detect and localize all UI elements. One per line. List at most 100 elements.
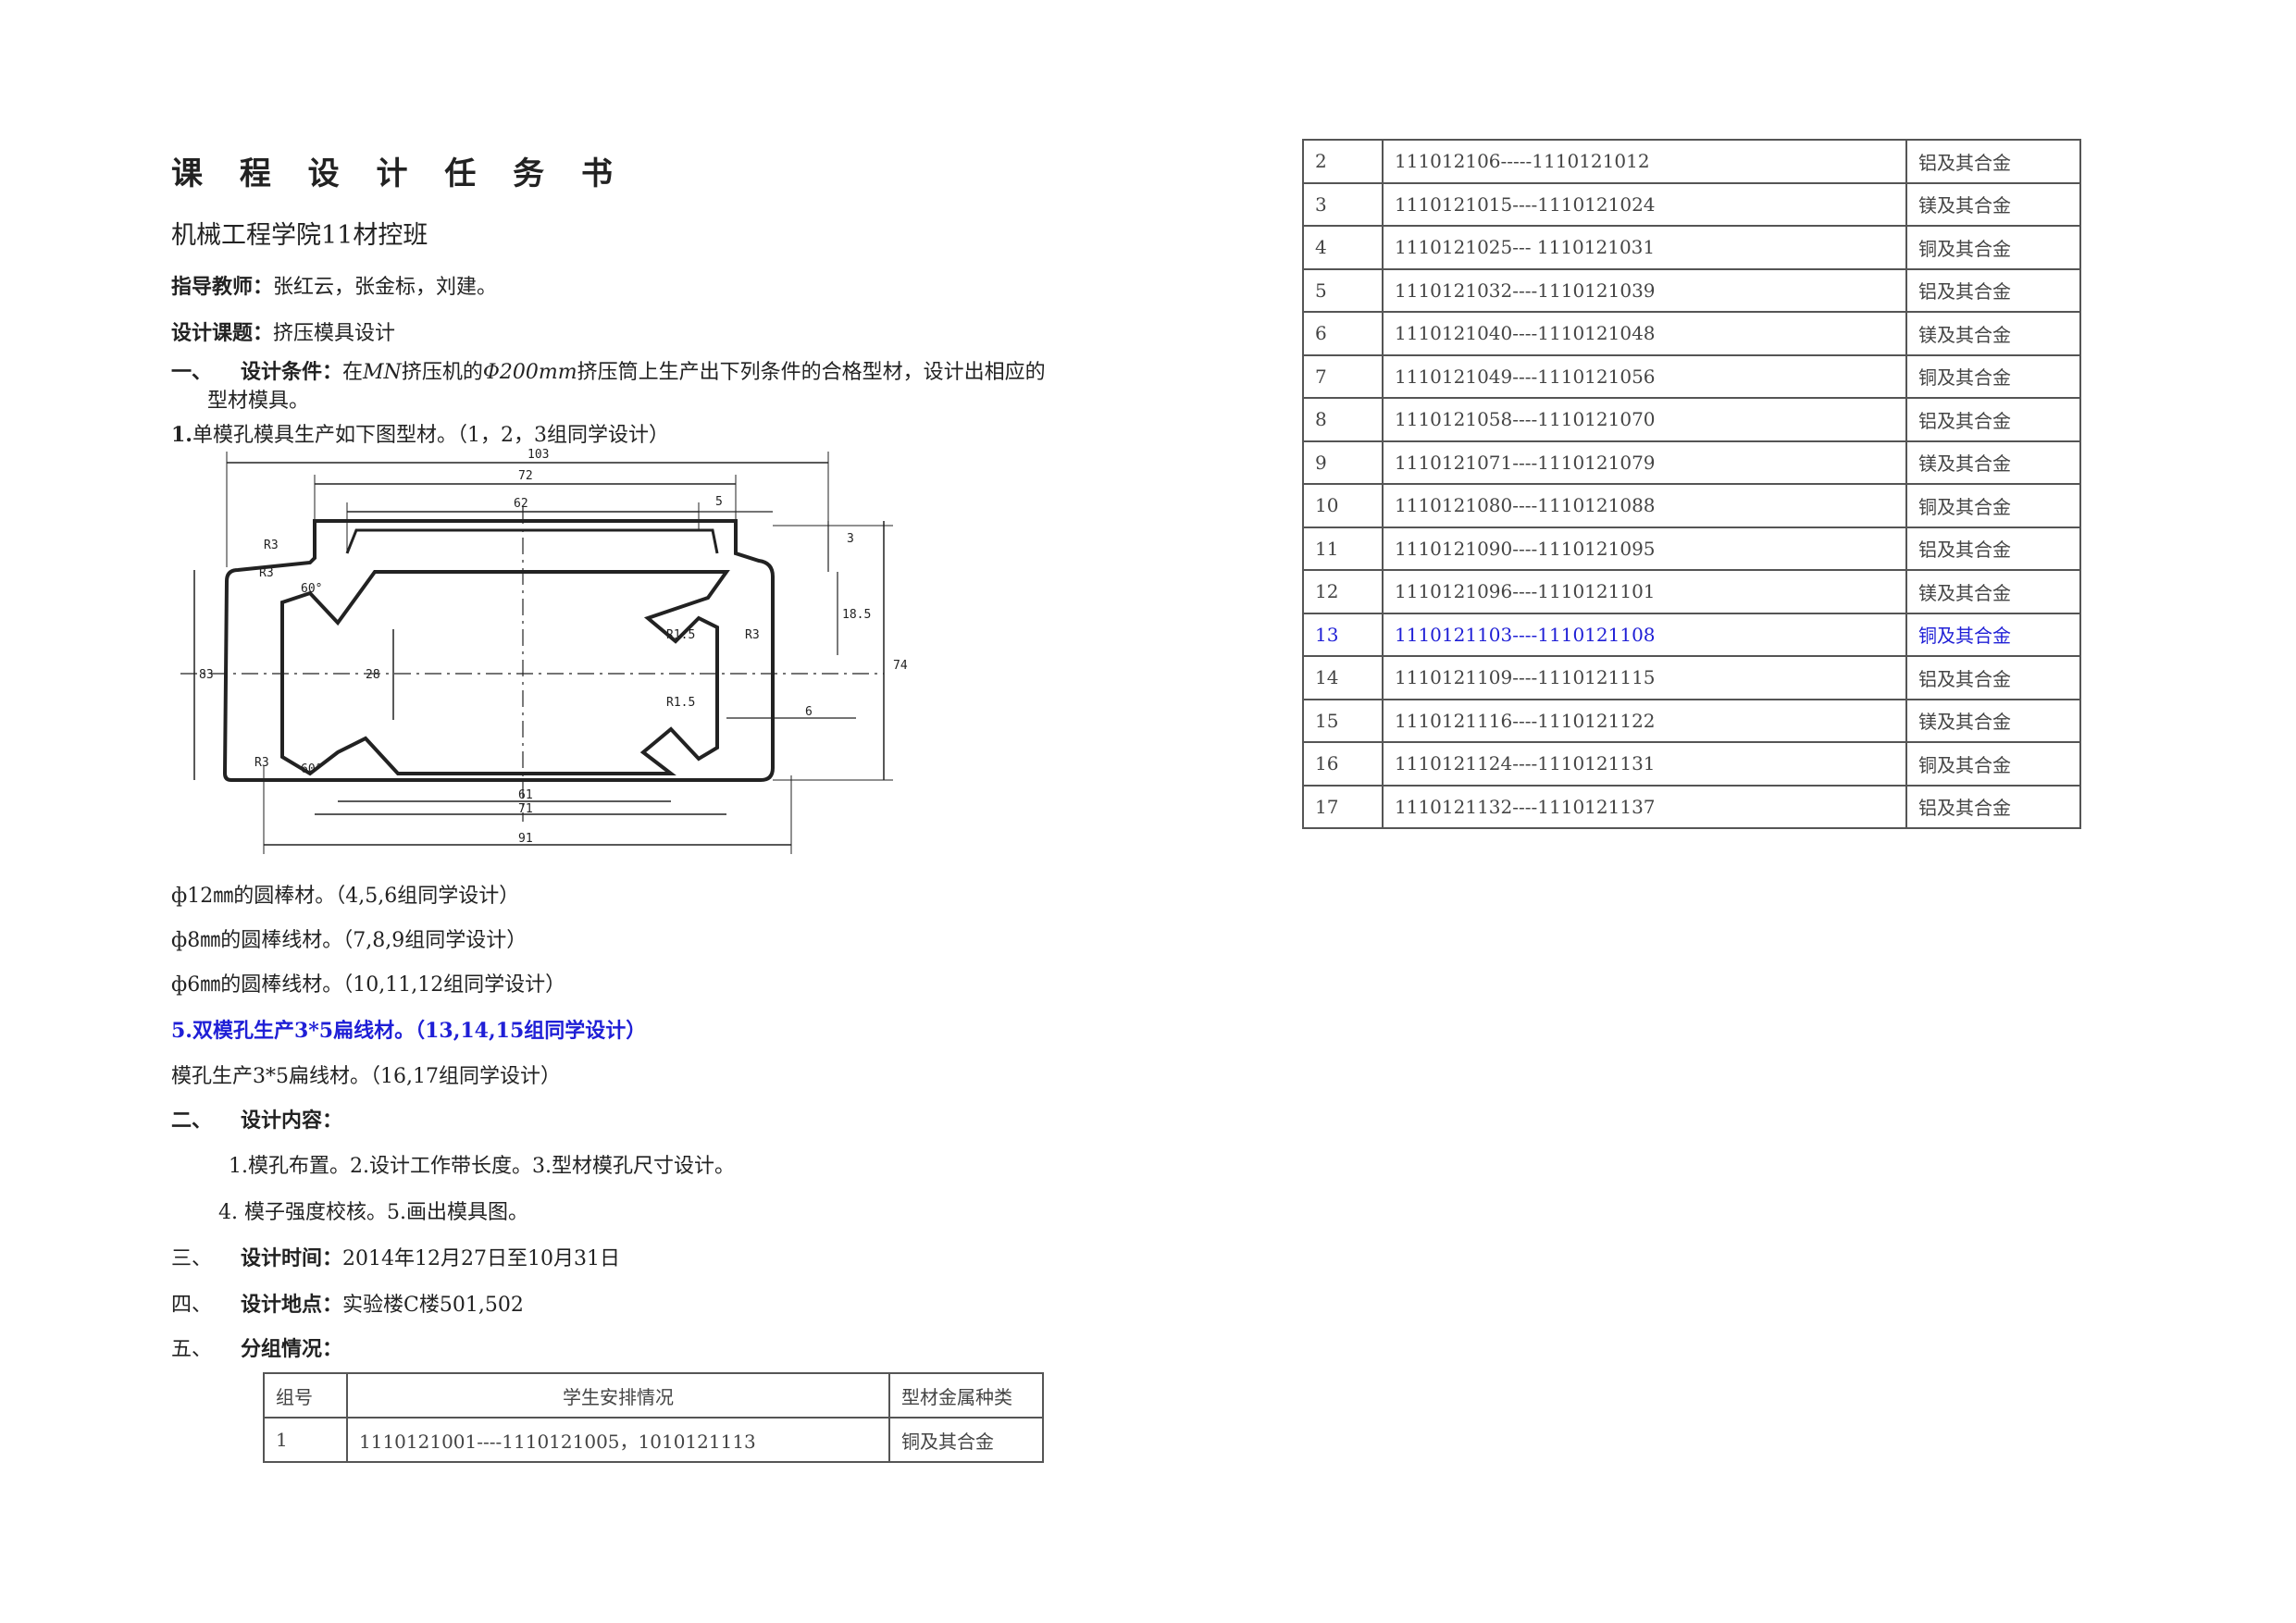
section2-num: 二、	[171, 1109, 213, 1133]
table-cell-students: 1110121025--- 1110121031	[1382, 225, 1907, 270]
dim-83: 83	[199, 668, 214, 682]
radius-r3-b: R3	[259, 566, 274, 580]
table-cell-metal: 镁及其合金	[1905, 311, 2081, 356]
section3-num: 三、	[171, 1247, 213, 1270]
section4-num: 四、	[171, 1294, 213, 1317]
section1-num: 一、	[171, 360, 213, 384]
content-line-2: 4. 模子强度校核。5.画出模具图。	[218, 1201, 528, 1224]
item4: ф6㎜的圆棒线材。（10,11,12组同学设计）	[171, 973, 566, 997]
section4-line: 四、设计地点：实验楼C楼501,502	[171, 1288, 524, 1318]
table-cell-group: 13	[1302, 612, 1384, 657]
header-group: 组号	[263, 1372, 348, 1419]
table-cell-students: 1110121103----1110121108	[1382, 612, 1907, 657]
section5-label: 分组情况：	[241, 1337, 343, 1361]
content-line-1: 1.模孔布置。2.设计工作带长度。3.型材模孔尺寸设计。	[229, 1155, 735, 1178]
table-cell-students: 1110121096----1110121101	[1382, 569, 1907, 614]
teacher-line: 指导教师：张红云，张金标，刘建。	[171, 270, 497, 300]
table-cell-metal: 铝及其合金	[1905, 655, 2081, 700]
table-cell-metal: 铜及其合金	[1905, 353, 2081, 399]
header-metal: 型材金属种类	[888, 1372, 1044, 1419]
table-cell-metal: 铝及其合金	[1905, 139, 2081, 184]
dim-28: 28	[366, 668, 380, 682]
section1-phi: Φ200	[482, 361, 539, 384]
table-cell-group: 17	[1302, 784, 1384, 829]
header-students: 学生安排情况	[346, 1372, 890, 1419]
item5: 5.双模孔生产3*5扁线材。（13,14,15组同学设计）	[171, 1019, 647, 1043]
table-cell-metal: 镁及其合金	[1905, 181, 2081, 227]
section1-text-c: 挤压筒上生产出下列条件的合格型材，设计出相应的	[577, 361, 1046, 384]
item1-num: 1.	[171, 423, 192, 447]
topic-line: 设计课题：挤压模具设计	[171, 316, 395, 346]
table-cell-students: 1110121116----1110121122	[1382, 698, 1907, 743]
table-cell-group: 8	[1302, 397, 1384, 442]
dim-61: 61	[518, 788, 533, 802]
table-cell-metal: 铜及其合金	[888, 1417, 1044, 1463]
table-cell-group: 16	[1302, 741, 1384, 787]
angle-60-bottom: 60°	[301, 762, 322, 776]
table-cell-metal: 铜及其合金	[1905, 225, 2081, 270]
section1-mn: MN	[363, 361, 402, 384]
item1-text: 单模孔模具生产如下图型材。（1，2，3组同学设计）	[192, 424, 669, 447]
table-cell-students: 1110121071----1110121079	[1382, 440, 1907, 485]
section5-num: 五、	[171, 1338, 213, 1361]
profile-outline	[222, 519, 775, 782]
dim-3: 3	[847, 532, 854, 546]
table-cell-metal: 镁及其合金	[1905, 569, 2081, 614]
table-cell-students: 1110121032----1110121039	[1382, 267, 1907, 313]
table-cell-group: 3	[1302, 181, 1384, 227]
table-cell-group: 11	[1302, 526, 1384, 571]
group-table-part1: 组号 学生安排情况 型材金属种类 1 1110121001----1110121…	[263, 1372, 1044, 1463]
item6: 模孔生产3*5扁线材。（16,17组同学设计）	[171, 1065, 561, 1088]
table-header-row: 组号 学生安排情况 型材金属种类	[263, 1372, 1044, 1419]
table-cell-group: 6	[1302, 311, 1384, 356]
item2: ф12㎜的圆棒材。（4,5,6组同学设计）	[171, 885, 520, 908]
section4-label: 设计地点：	[241, 1293, 343, 1317]
topic-value: 挤压模具设计	[273, 322, 396, 345]
profile-inner-body	[280, 570, 730, 776]
table-cell-metal: 铝及其合金	[1905, 267, 2081, 313]
topic-label: 设计课题：	[171, 321, 274, 345]
section3-value: 2014年12月27日至10月31日	[342, 1247, 620, 1270]
profile-drawing: 103 72 62 5 61 71 91 83 28 6 74 3 18.5 R…	[180, 448, 908, 854]
dim-5: 5	[715, 495, 723, 509]
table-cell-group: 9	[1302, 440, 1384, 485]
item3: ф8㎜的圆棒线材。（7,8,9组同学设计）	[171, 929, 527, 952]
angle-60-top: 60°	[301, 582, 322, 596]
teacher-value: 张红云，张金标，刘建。	[273, 276, 498, 299]
item1-line: 1.单模孔模具生产如下图型材。（1，2，3组同学设计）	[171, 418, 669, 448]
table-cell-metal: 镁及其合金	[1905, 440, 2081, 485]
section1-label: 设计条件：	[241, 360, 343, 384]
profile-inner-top	[345, 528, 719, 554]
table-cell-group: 7	[1302, 353, 1384, 399]
table-cell-group: 2	[1302, 139, 1384, 184]
table-cell-students: 1110121132----1110121137	[1382, 784, 1907, 829]
dim-18-5: 18.5	[842, 608, 871, 622]
section1-cont: 型材模具。	[207, 390, 310, 413]
radius-r1-5-b: R1.5	[666, 696, 695, 710]
table-cell-students: 1110121090----1110121095	[1382, 526, 1907, 571]
table-cell-metal: 铜及其合金	[1905, 612, 2081, 657]
dim-62: 62	[514, 497, 528, 511]
table-cell-group: 15	[1302, 698, 1384, 743]
section1-mm: mm	[538, 361, 577, 384]
table-cell-group: 10	[1302, 483, 1384, 528]
table-cell-group: 12	[1302, 569, 1384, 614]
table-cell-group: 4	[1302, 225, 1384, 270]
table-row: 1 1110121001----1110121005，1010121113 铜及…	[263, 1417, 1044, 1463]
table-cell-students: 1110121015----1110121024	[1382, 181, 1907, 227]
radius-r1-5-a: R1.5	[666, 628, 695, 642]
table-cell-group: 14	[1302, 655, 1384, 700]
